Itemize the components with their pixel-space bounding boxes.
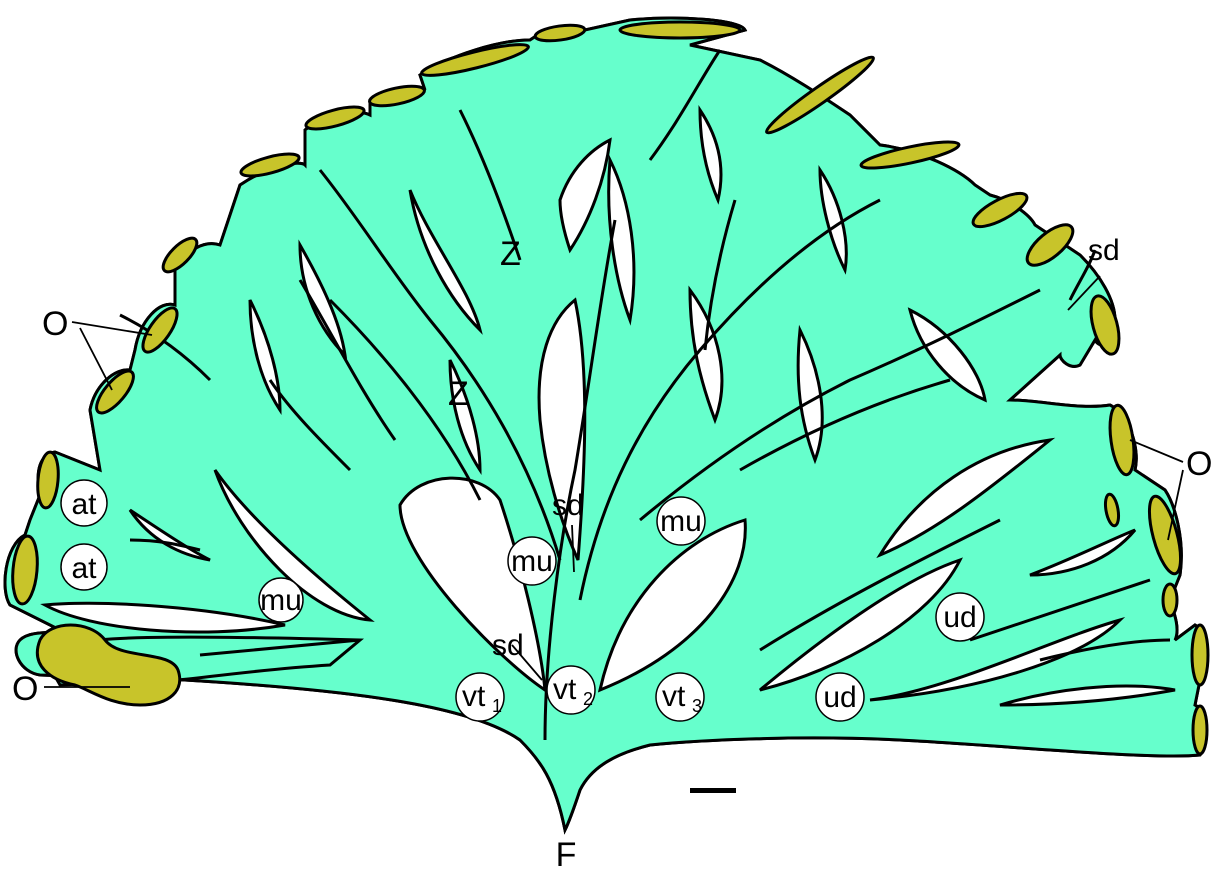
label-vt-3-sub: 3 (692, 696, 702, 716)
label-orifice: O (42, 305, 68, 343)
label-vt-1: vt (462, 680, 486, 713)
label-zooid-lower: Z (448, 375, 469, 413)
label-sd-top-right: sd (1088, 234, 1120, 267)
label-ud-upper: ud (943, 601, 976, 634)
label-vt-2: vt (553, 673, 577, 706)
label-mu-left: mu (260, 584, 302, 617)
label-foot: F (556, 836, 577, 871)
label-vt-3: vt (662, 680, 686, 713)
label-vt-2-sub: 2 (583, 689, 593, 709)
label-zooid-upper: Z (500, 235, 521, 273)
label-sd-center: sd (552, 489, 584, 522)
scale-bar (690, 788, 736, 793)
label-vt-1-sub: 1 (492, 696, 502, 716)
label-orifice-bottom: O (12, 670, 38, 708)
label-orifice-right: O (1186, 445, 1211, 483)
label-mu-right: mu (660, 505, 702, 538)
label-at-1: at (71, 488, 97, 521)
colony-body (5, 18, 1205, 830)
label-ud-lower: ud (823, 681, 856, 714)
label-sd-lower: sd (492, 629, 524, 662)
label-mu-center: mu (511, 545, 553, 578)
label-at-2: at (71, 552, 97, 585)
